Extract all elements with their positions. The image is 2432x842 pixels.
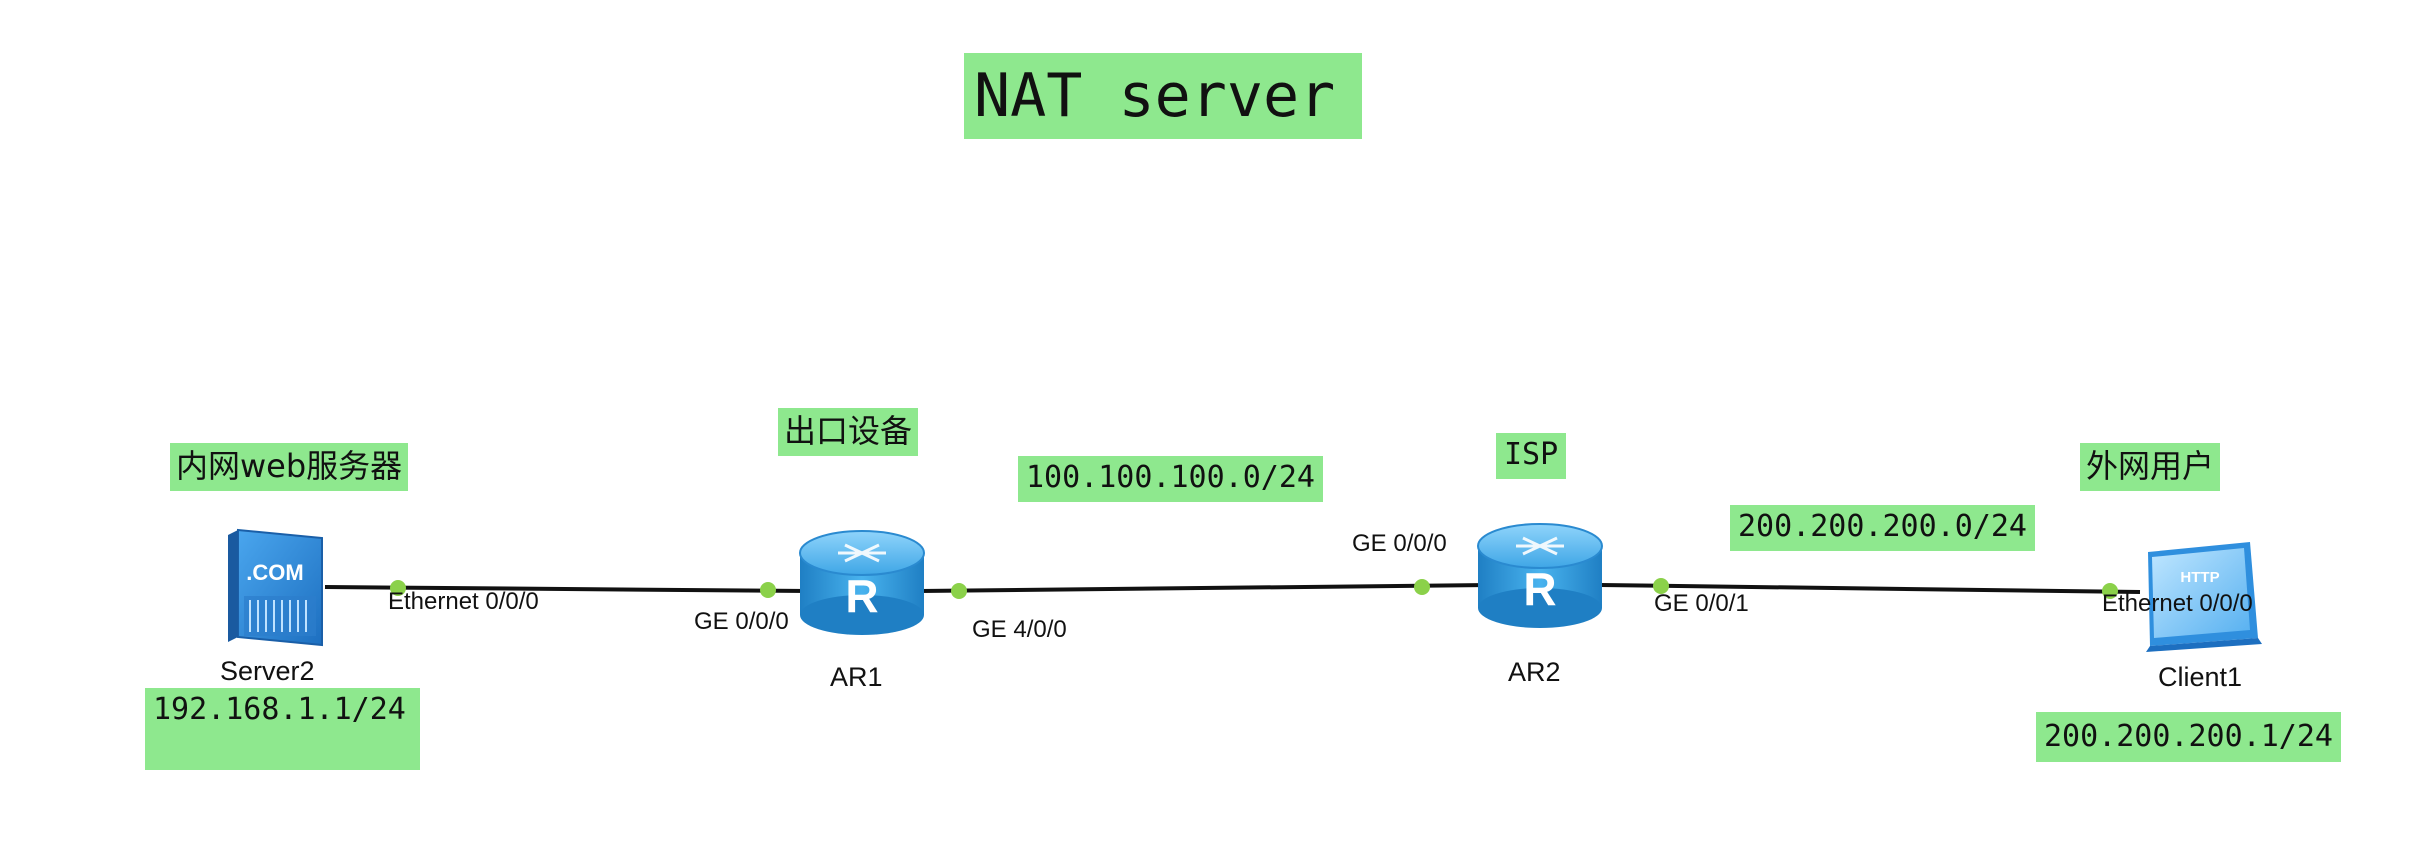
port-dot-ar2-ge000 bbox=[1414, 579, 1430, 595]
port-dot-client-eth bbox=[2102, 583, 2118, 599]
client-name-label: Client1 bbox=[2158, 662, 2243, 692]
port-dot-ar1-ge400 bbox=[951, 583, 967, 599]
port-label-ar1-ge400: GE 4/0/0 bbox=[972, 616, 1067, 643]
diagram-title: NAT server bbox=[964, 53, 1362, 139]
server-name-label: Server2 bbox=[220, 656, 315, 686]
client-role-label: 外网用户 bbox=[2080, 443, 2221, 491]
svg-text:R: R bbox=[845, 570, 878, 622]
server-role-label: 内网web服务器 bbox=[170, 443, 409, 491]
svg-text:R: R bbox=[1523, 563, 1556, 615]
client-ip-label: 200.200.200.1/24 bbox=[2036, 712, 2341, 762]
port-dot-ar2-ge001 bbox=[1653, 578, 1669, 594]
port-label-ar2-ge001: GE 0/0/1 bbox=[1654, 590, 1749, 617]
server-ip-label: 192.168.1.1/24 bbox=[145, 688, 420, 770]
router-icon-ar2[interactable]: R bbox=[1477, 523, 1603, 628]
ar2-role-label: ISP bbox=[1496, 433, 1567, 479]
ar1-name-label: AR1 bbox=[830, 662, 883, 692]
network-label-ar1-ar2: 100.100.100.0/24 bbox=[1018, 456, 1323, 502]
server-icon[interactable]: .COM bbox=[228, 528, 323, 647]
port-dot-server-eth bbox=[390, 580, 406, 596]
link-ar2-client bbox=[1599, 583, 2141, 594]
router-icon-ar1[interactable]: R bbox=[799, 530, 925, 635]
port-dot-ar1-ge000 bbox=[760, 582, 776, 598]
svg-text:.COM: .COM bbox=[246, 560, 303, 585]
svg-text:HTTP: HTTP bbox=[2180, 569, 2219, 586]
port-label-ar1-ge000: GE 0/0/0 bbox=[694, 608, 789, 635]
port-label-client-eth: Ethernet 0/0/0 bbox=[2102, 590, 2253, 617]
ar1-role-label: 出口设备 bbox=[778, 408, 919, 456]
link-ar1-ar2 bbox=[919, 583, 1491, 593]
port-label-server-eth: Ethernet 0/0/0 bbox=[388, 588, 539, 615]
client-icon[interactable]: HTTP bbox=[2146, 542, 2262, 652]
port-label-ar2-ge000: GE 0/0/0 bbox=[1352, 530, 1447, 557]
ar2-name-label: AR2 bbox=[1508, 657, 1561, 687]
network-label-ar2-client: 200.200.200.0/24 bbox=[1730, 505, 2035, 551]
